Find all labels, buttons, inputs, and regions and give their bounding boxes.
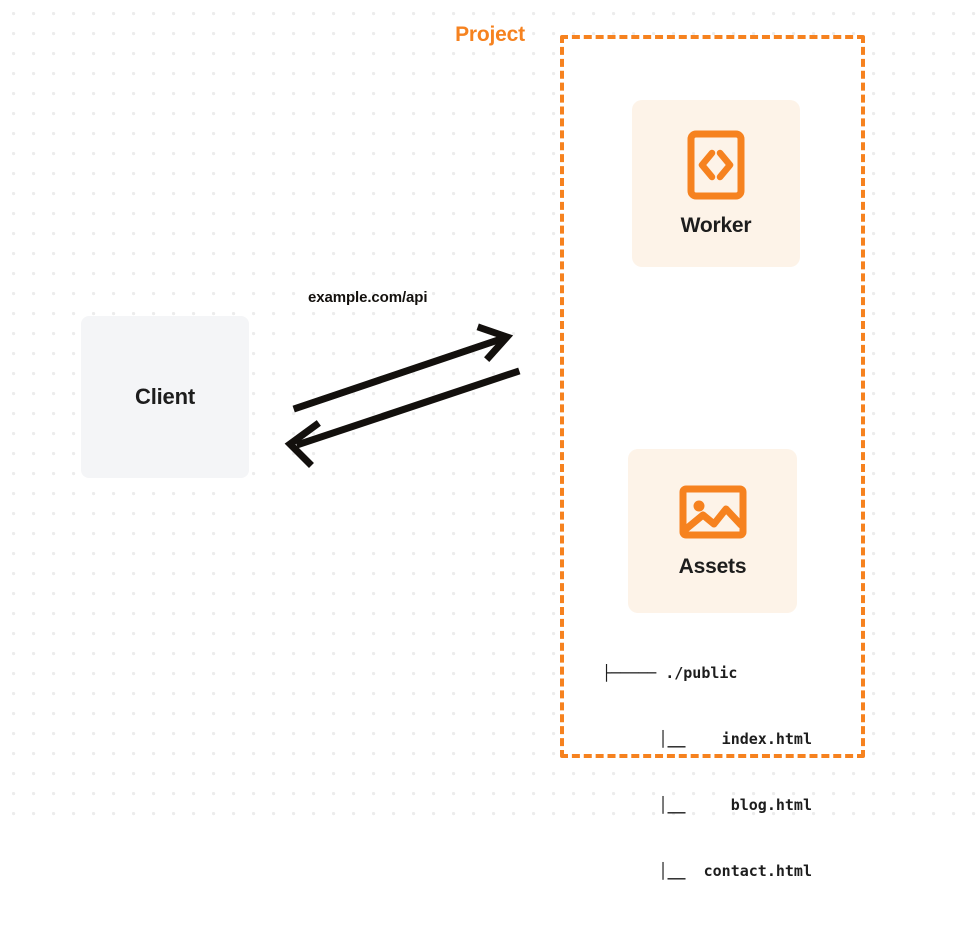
client-node-label: Client — [135, 384, 195, 409]
worker-card[interactable]: Worker — [632, 100, 800, 267]
assets-file-tree: ├───── ./public │__ index.html │__ blog.… — [602, 618, 812, 926]
response-arrow — [284, 367, 521, 468]
request-arrow — [292, 323, 514, 413]
file-tree-row: ├───── ./public — [602, 664, 738, 682]
diagram-canvas: Client example.com/api Project Worker — [0, 0, 980, 880]
client-node[interactable]: Client — [81, 316, 249, 478]
code-brackets-icon — [687, 130, 745, 200]
assets-card[interactable]: Assets — [628, 449, 797, 613]
file-tree-row: │__ blog.html — [658, 796, 812, 814]
worker-card-label: Worker — [680, 213, 752, 237]
file-tree-row: │__ contact.html — [658, 862, 812, 880]
file-tree-row: │__ index.html — [658, 730, 812, 748]
request-url-label: example.com/api — [308, 289, 428, 306]
project-title: Project — [448, 23, 532, 47]
assets-card-label: Assets — [678, 555, 747, 578]
image-icon — [679, 483, 747, 541]
